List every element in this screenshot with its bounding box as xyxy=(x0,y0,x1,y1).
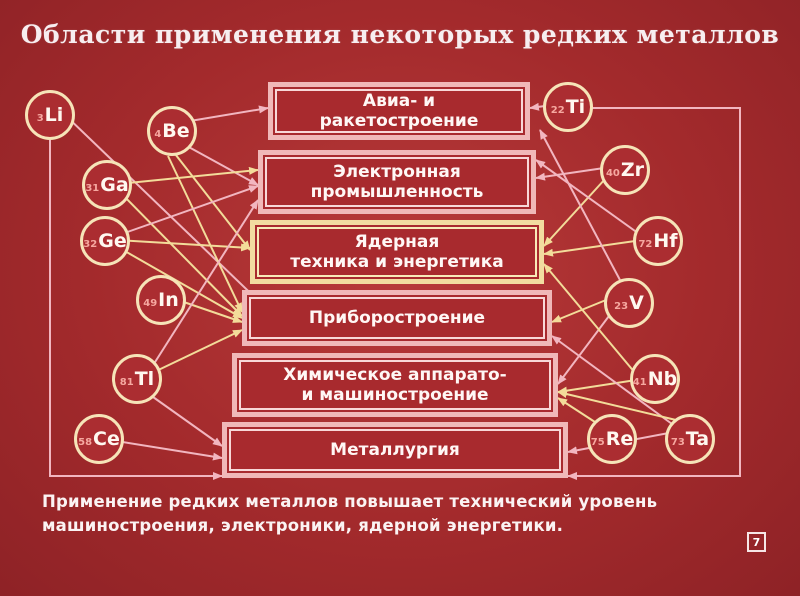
arrow-tl-metallurgy xyxy=(145,391,223,447)
arrow-tl-electronics xyxy=(149,199,259,371)
box-metallurgy: Металлургия xyxy=(222,422,568,478)
arrow-rail-ti-metallurgy xyxy=(567,107,741,480)
arrow-zr-nuclear xyxy=(543,177,607,247)
arrow-hf-nuclear xyxy=(543,239,643,257)
box-nuclear: Ядерная техника и энергетика xyxy=(250,220,544,284)
diagram-title: Области применения некоторых редких мета… xyxy=(20,20,780,49)
arrow-re-chemical xyxy=(557,397,599,425)
page-number-badge: 7 xyxy=(747,532,766,552)
box-avia: Авиа- и ракетостроение xyxy=(268,82,530,140)
arrow-zr-electronics xyxy=(535,167,605,181)
box-chemical: Химическое аппарато- и машиностроение xyxy=(232,353,558,417)
arrow-tl-instruments xyxy=(149,329,243,375)
caption-text: Применение редких металлов повышает техн… xyxy=(42,492,658,535)
arrow-ce-metallurgy xyxy=(109,439,223,461)
arrow-ga-instruments xyxy=(117,189,243,317)
arrow-ge-electronics xyxy=(115,185,259,237)
arrow-v-chemical xyxy=(557,311,613,385)
arrow-nb-nuclear xyxy=(543,263,637,375)
arrow-v-avia xyxy=(539,129,621,281)
arrow-ta-instruments xyxy=(551,335,673,425)
arrow-nb-chemical xyxy=(557,379,637,395)
arrow-be-nuclear xyxy=(171,149,251,251)
arrow-v-instruments xyxy=(551,299,607,323)
arrow-li-instruments xyxy=(61,111,269,311)
arrow-hf-electronics xyxy=(535,159,643,237)
box-electronics: Электронная промышленность xyxy=(258,150,536,214)
arrow-rail-li-metallurgy xyxy=(49,140,223,480)
arrow-be-instruments xyxy=(167,155,243,313)
arrow-ga-electronics xyxy=(117,166,259,185)
arrow-ta-chemical xyxy=(557,390,677,421)
box-instruments: Приборостроение xyxy=(242,290,552,346)
